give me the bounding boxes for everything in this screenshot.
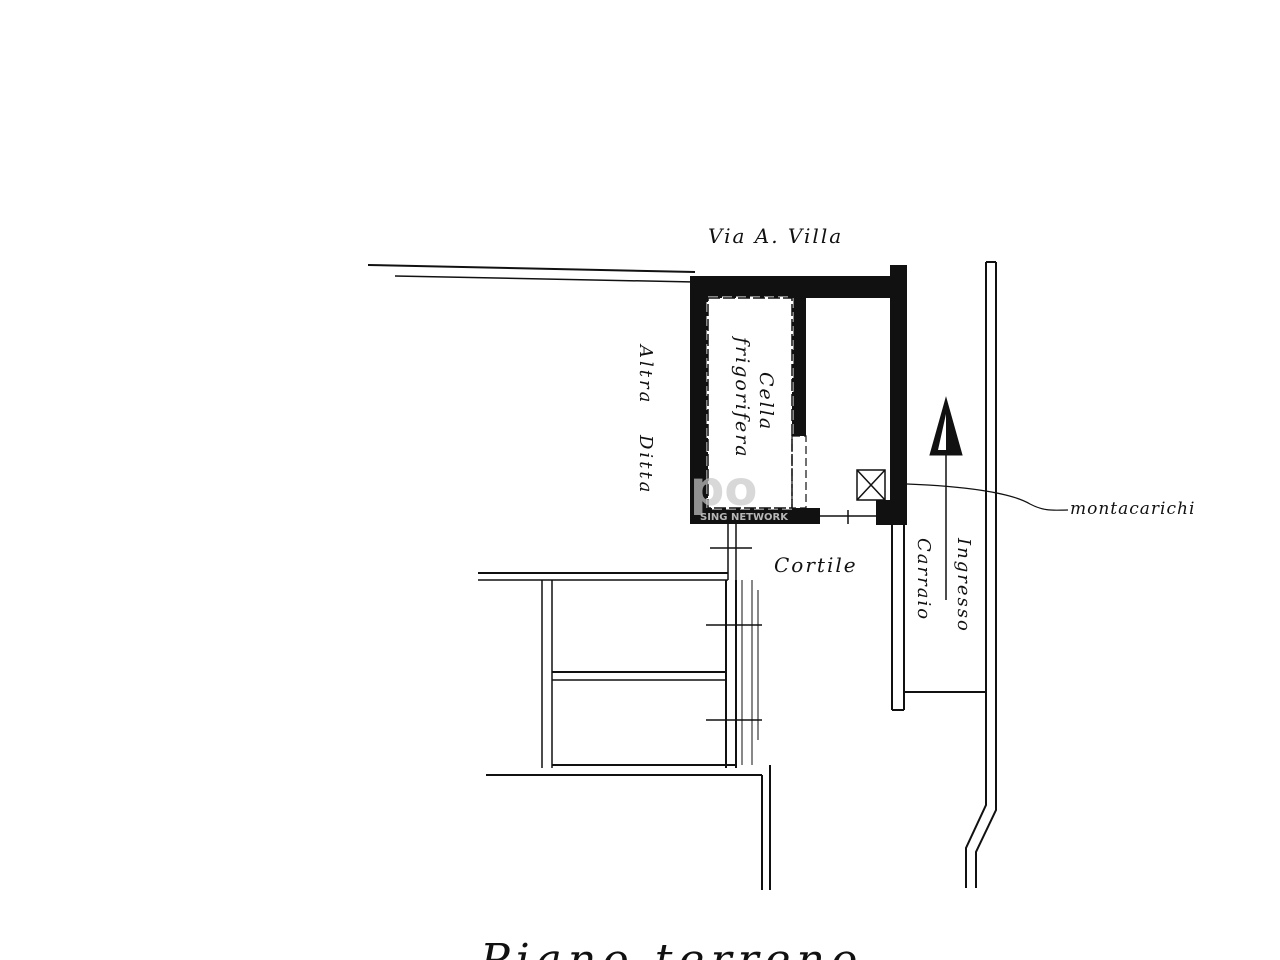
room-label: Cella frigorifera <box>731 335 777 459</box>
south-boundary <box>486 765 771 890</box>
entrance-label: Ingresso Carraio <box>913 537 974 633</box>
fence-lines <box>710 524 752 580</box>
courtyard-label: Cortile <box>774 553 858 577</box>
neighbor-label-line2: Ditta <box>635 434 656 495</box>
lift-label: montacarichi <box>1070 499 1195 519</box>
courtyard-lines <box>820 510 985 711</box>
entrance-label-line2: Carraio <box>913 538 934 621</box>
north-arrow-icon <box>929 396 963 600</box>
neighbor-label-line1: Altra <box>635 343 656 405</box>
lift-leader-line <box>906 483 1069 511</box>
lower-building <box>478 572 762 768</box>
watermark-network: SING NETWORK <box>700 512 789 523</box>
entrance-label-line1: Ingresso <box>953 537 974 633</box>
building-walls <box>690 265 907 525</box>
crossed-box-icon <box>856 469 886 501</box>
room-label-line2: frigorifera <box>731 335 753 459</box>
floor-title: Piano terreno <box>479 935 863 960</box>
neighbor-label: Altra Ditta <box>635 343 656 495</box>
street-label: Via A. Villa <box>708 224 843 248</box>
east-boundary <box>965 261 997 888</box>
room-label-line1: Cella <box>755 372 777 431</box>
watermark-brand: po <box>690 461 757 517</box>
